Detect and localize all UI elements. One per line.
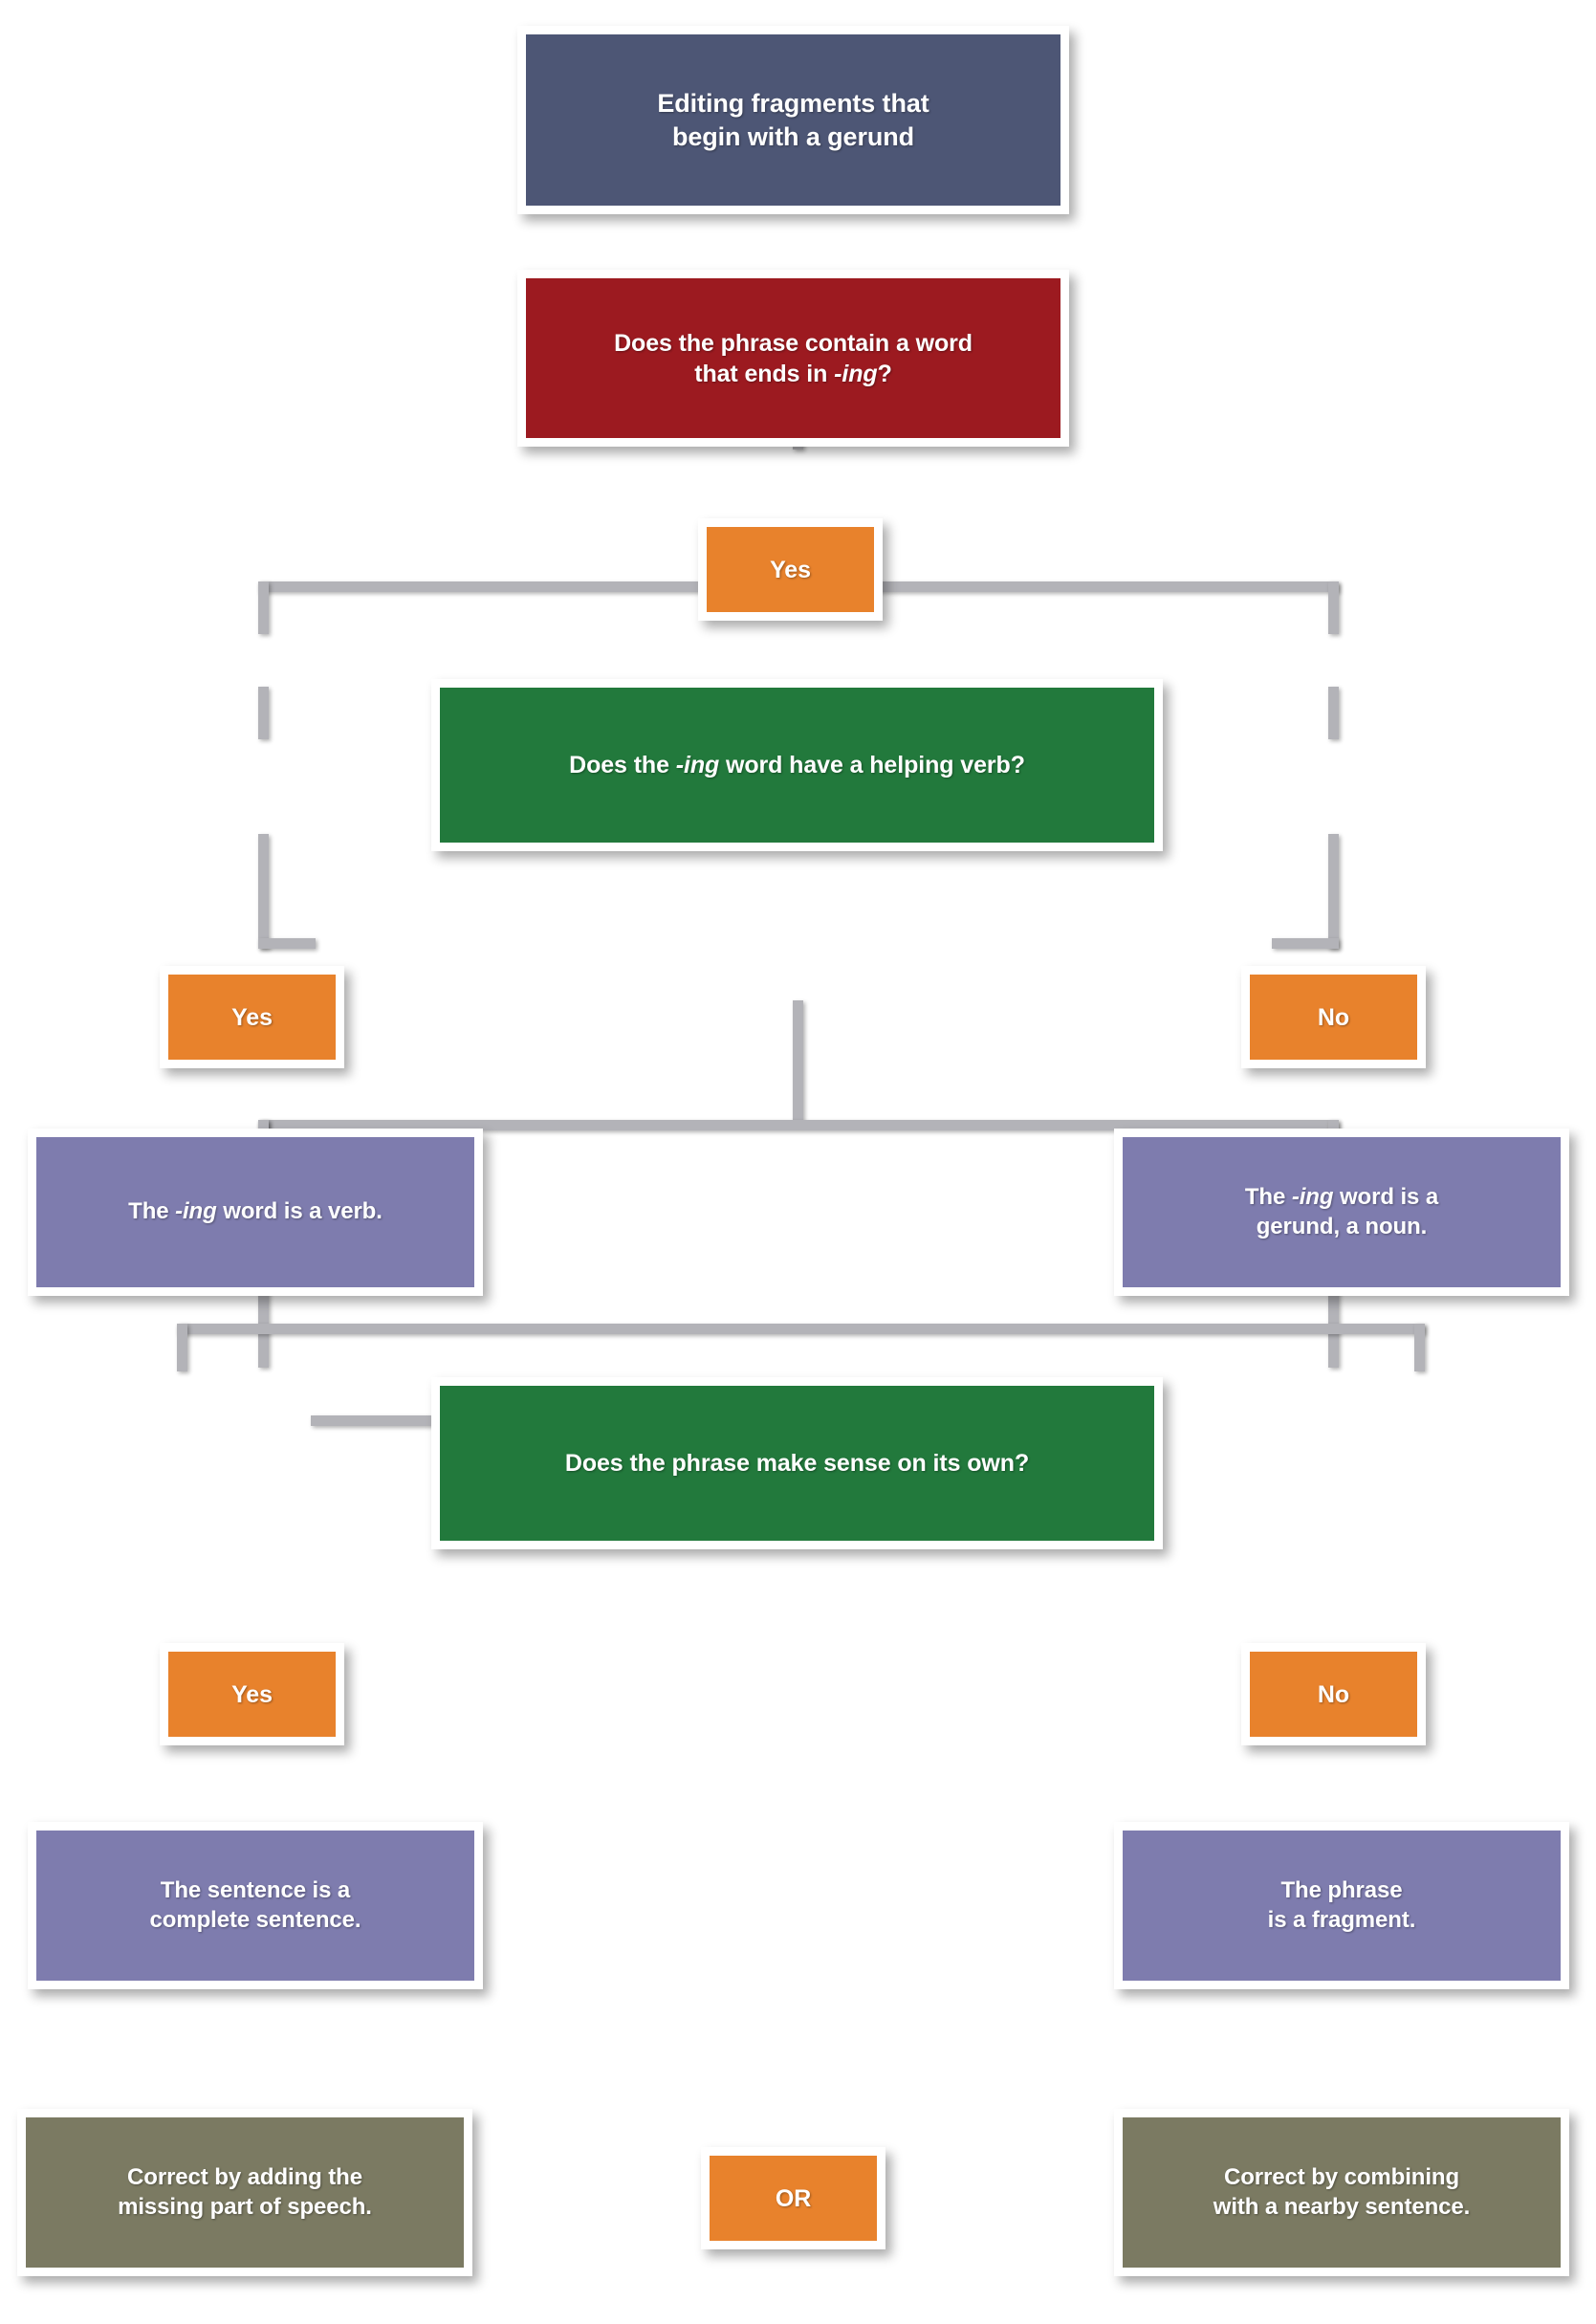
connector-verb-down bbox=[258, 834, 269, 949]
connector-bottom-bus bbox=[177, 1324, 1425, 1334]
branch-label-q3-yes-text: Yes bbox=[231, 1680, 273, 1708]
node-result-complete-sentence[interactable]: The sentence is a complete sentence. bbox=[28, 1822, 483, 1989]
branch-label-q3-no[interactable]: No bbox=[1241, 1643, 1426, 1745]
node-question-makes-sense[interactable]: Does the phrase make sense on its own? bbox=[431, 1377, 1163, 1549]
node-start-text: Editing fragments that begin with a geru… bbox=[657, 88, 929, 151]
connector-q3-split-bus bbox=[258, 1120, 1339, 1130]
node-question-helping-verb-text: Does the -ing word have a helping verb? bbox=[569, 752, 1025, 778]
node-action-combine-sentence-text: Correct by combining with a nearby sente… bbox=[1213, 2163, 1471, 2220]
branch-label-q2-no-text: No bbox=[1317, 1003, 1350, 1031]
node-start[interactable]: Editing fragments that begin with a geru… bbox=[517, 26, 1069, 214]
connector-no-to-gerund bbox=[1328, 687, 1339, 739]
branch-label-q3-no-text: No bbox=[1317, 1680, 1350, 1708]
node-action-add-part-of-speech[interactable]: Correct by adding the missing part of sp… bbox=[17, 2109, 472, 2276]
node-result-ing-is-gerund[interactable]: The -ing word is a gerund, a noun. bbox=[1114, 1129, 1569, 1296]
connector-label-or[interactable]: OR bbox=[701, 2147, 885, 2249]
node-result-ing-is-verb-text: The -ing word is a verb. bbox=[128, 1198, 383, 1225]
branch-label-q1-yes-text: Yes bbox=[770, 556, 811, 583]
branch-label-q2-no[interactable]: No bbox=[1241, 966, 1426, 1068]
node-result-fragment[interactable]: The phrase is a fragment. bbox=[1114, 1822, 1569, 1989]
node-result-complete-sentence-text: The sentence is a complete sentence. bbox=[149, 1876, 361, 1933]
connector-q2-left-drop bbox=[258, 581, 269, 634]
branch-label-q2-yes[interactable]: Yes bbox=[160, 966, 344, 1068]
connector-gerund-to-q3 bbox=[1272, 938, 1339, 949]
node-question-ing-word-text: Does the phrase contain a word that ends… bbox=[614, 329, 973, 387]
node-result-ing-is-gerund-text: The -ing word is a gerund, a noun. bbox=[1244, 1183, 1439, 1239]
connector-bottom-right-drop bbox=[1414, 1324, 1425, 1371]
connector-yes-to-verb bbox=[258, 687, 269, 739]
connector-label-or-text: OR bbox=[775, 2184, 812, 2212]
branch-label-q2-yes-text: Yes bbox=[231, 1003, 273, 1031]
connector-q2-right-drop bbox=[1328, 581, 1339, 634]
connector-bottom-left-drop bbox=[177, 1324, 187, 1371]
branch-label-q1-yes[interactable]: Yes bbox=[698, 518, 883, 621]
connector-gerund-down bbox=[1328, 834, 1339, 949]
connector-verb-to-q3 bbox=[258, 938, 316, 949]
connector-q3-down bbox=[793, 1000, 803, 1125]
node-question-ing-word[interactable]: Does the phrase contain a word that ends… bbox=[517, 270, 1069, 447]
connector-add-to-or bbox=[311, 1415, 459, 1426]
node-result-ing-is-verb[interactable]: The -ing word is a verb. bbox=[28, 1129, 483, 1296]
node-action-combine-sentence[interactable]: Correct by combining with a nearby sente… bbox=[1114, 2109, 1569, 2276]
node-question-helping-verb[interactable]: Does the -ing word have a helping verb? bbox=[431, 679, 1163, 851]
node-question-makes-sense-text: Does the phrase make sense on its own? bbox=[564, 1450, 1030, 1477]
branch-label-q3-yes[interactable]: Yes bbox=[160, 1643, 344, 1745]
node-result-fragment-text: The phrase is a fragment. bbox=[1267, 1876, 1416, 1933]
node-action-add-part-of-speech-text: Correct by adding the missing part of sp… bbox=[118, 2163, 372, 2220]
